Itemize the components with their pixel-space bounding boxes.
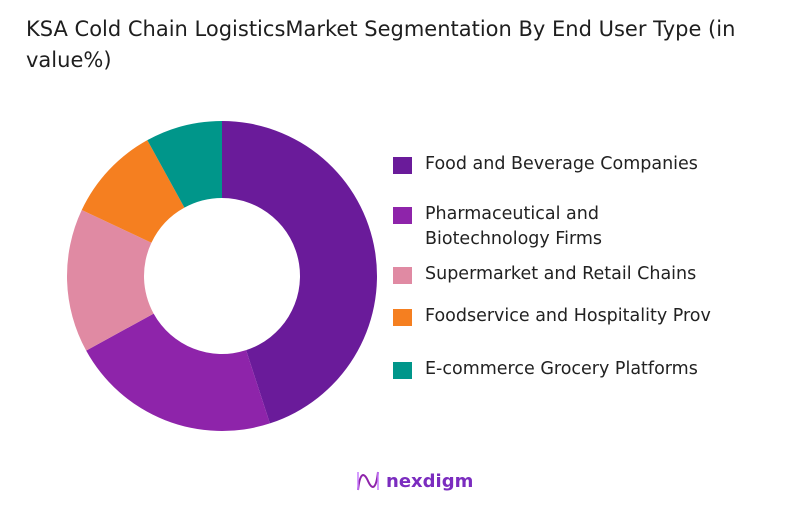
legend-swatch xyxy=(393,309,412,326)
slice-pharmaceutical-and-biotechnology-firms xyxy=(86,313,270,432)
legend-item: E-commerce Grocery Platforms xyxy=(393,357,698,382)
legend-item: Foodservice and Hospitality Prov xyxy=(393,304,711,329)
chart-title: KSA Cold Chain LogisticsMarket Segmentat… xyxy=(26,17,736,72)
legend-label: Foodservice and Hospitality Prov xyxy=(425,306,711,326)
legend-swatch xyxy=(393,207,412,224)
legend-label: Food and Beverage Companies xyxy=(425,154,698,174)
slice-supermarket-and-retail-chains xyxy=(67,210,154,351)
legend-swatch xyxy=(393,157,412,174)
legend-item: Pharmaceutical and Biotechnology Firms xyxy=(393,202,602,252)
logo-icon xyxy=(357,471,379,491)
legend-item: Supermarket and Retail Chains xyxy=(393,262,696,287)
legend-swatch xyxy=(393,362,412,379)
legend-label: Supermarket and Retail Chains xyxy=(425,264,697,284)
slice-food-and-beverage-companies xyxy=(222,121,377,424)
legend-item: Food and Beverage Companies xyxy=(393,152,698,177)
nexdigm-logo: nexdigm xyxy=(356,470,473,492)
slice-foodservice-and-hospitality-providers xyxy=(81,140,185,243)
legend-label: E-commerce Grocery Platforms xyxy=(425,359,698,379)
logo-text: nexdigm xyxy=(386,470,474,492)
slice-e-commerce-grocery-platforms xyxy=(147,121,222,208)
legend-swatch xyxy=(393,267,412,284)
legend-label: Pharmaceutical and Biotechnology Firms xyxy=(425,204,603,249)
